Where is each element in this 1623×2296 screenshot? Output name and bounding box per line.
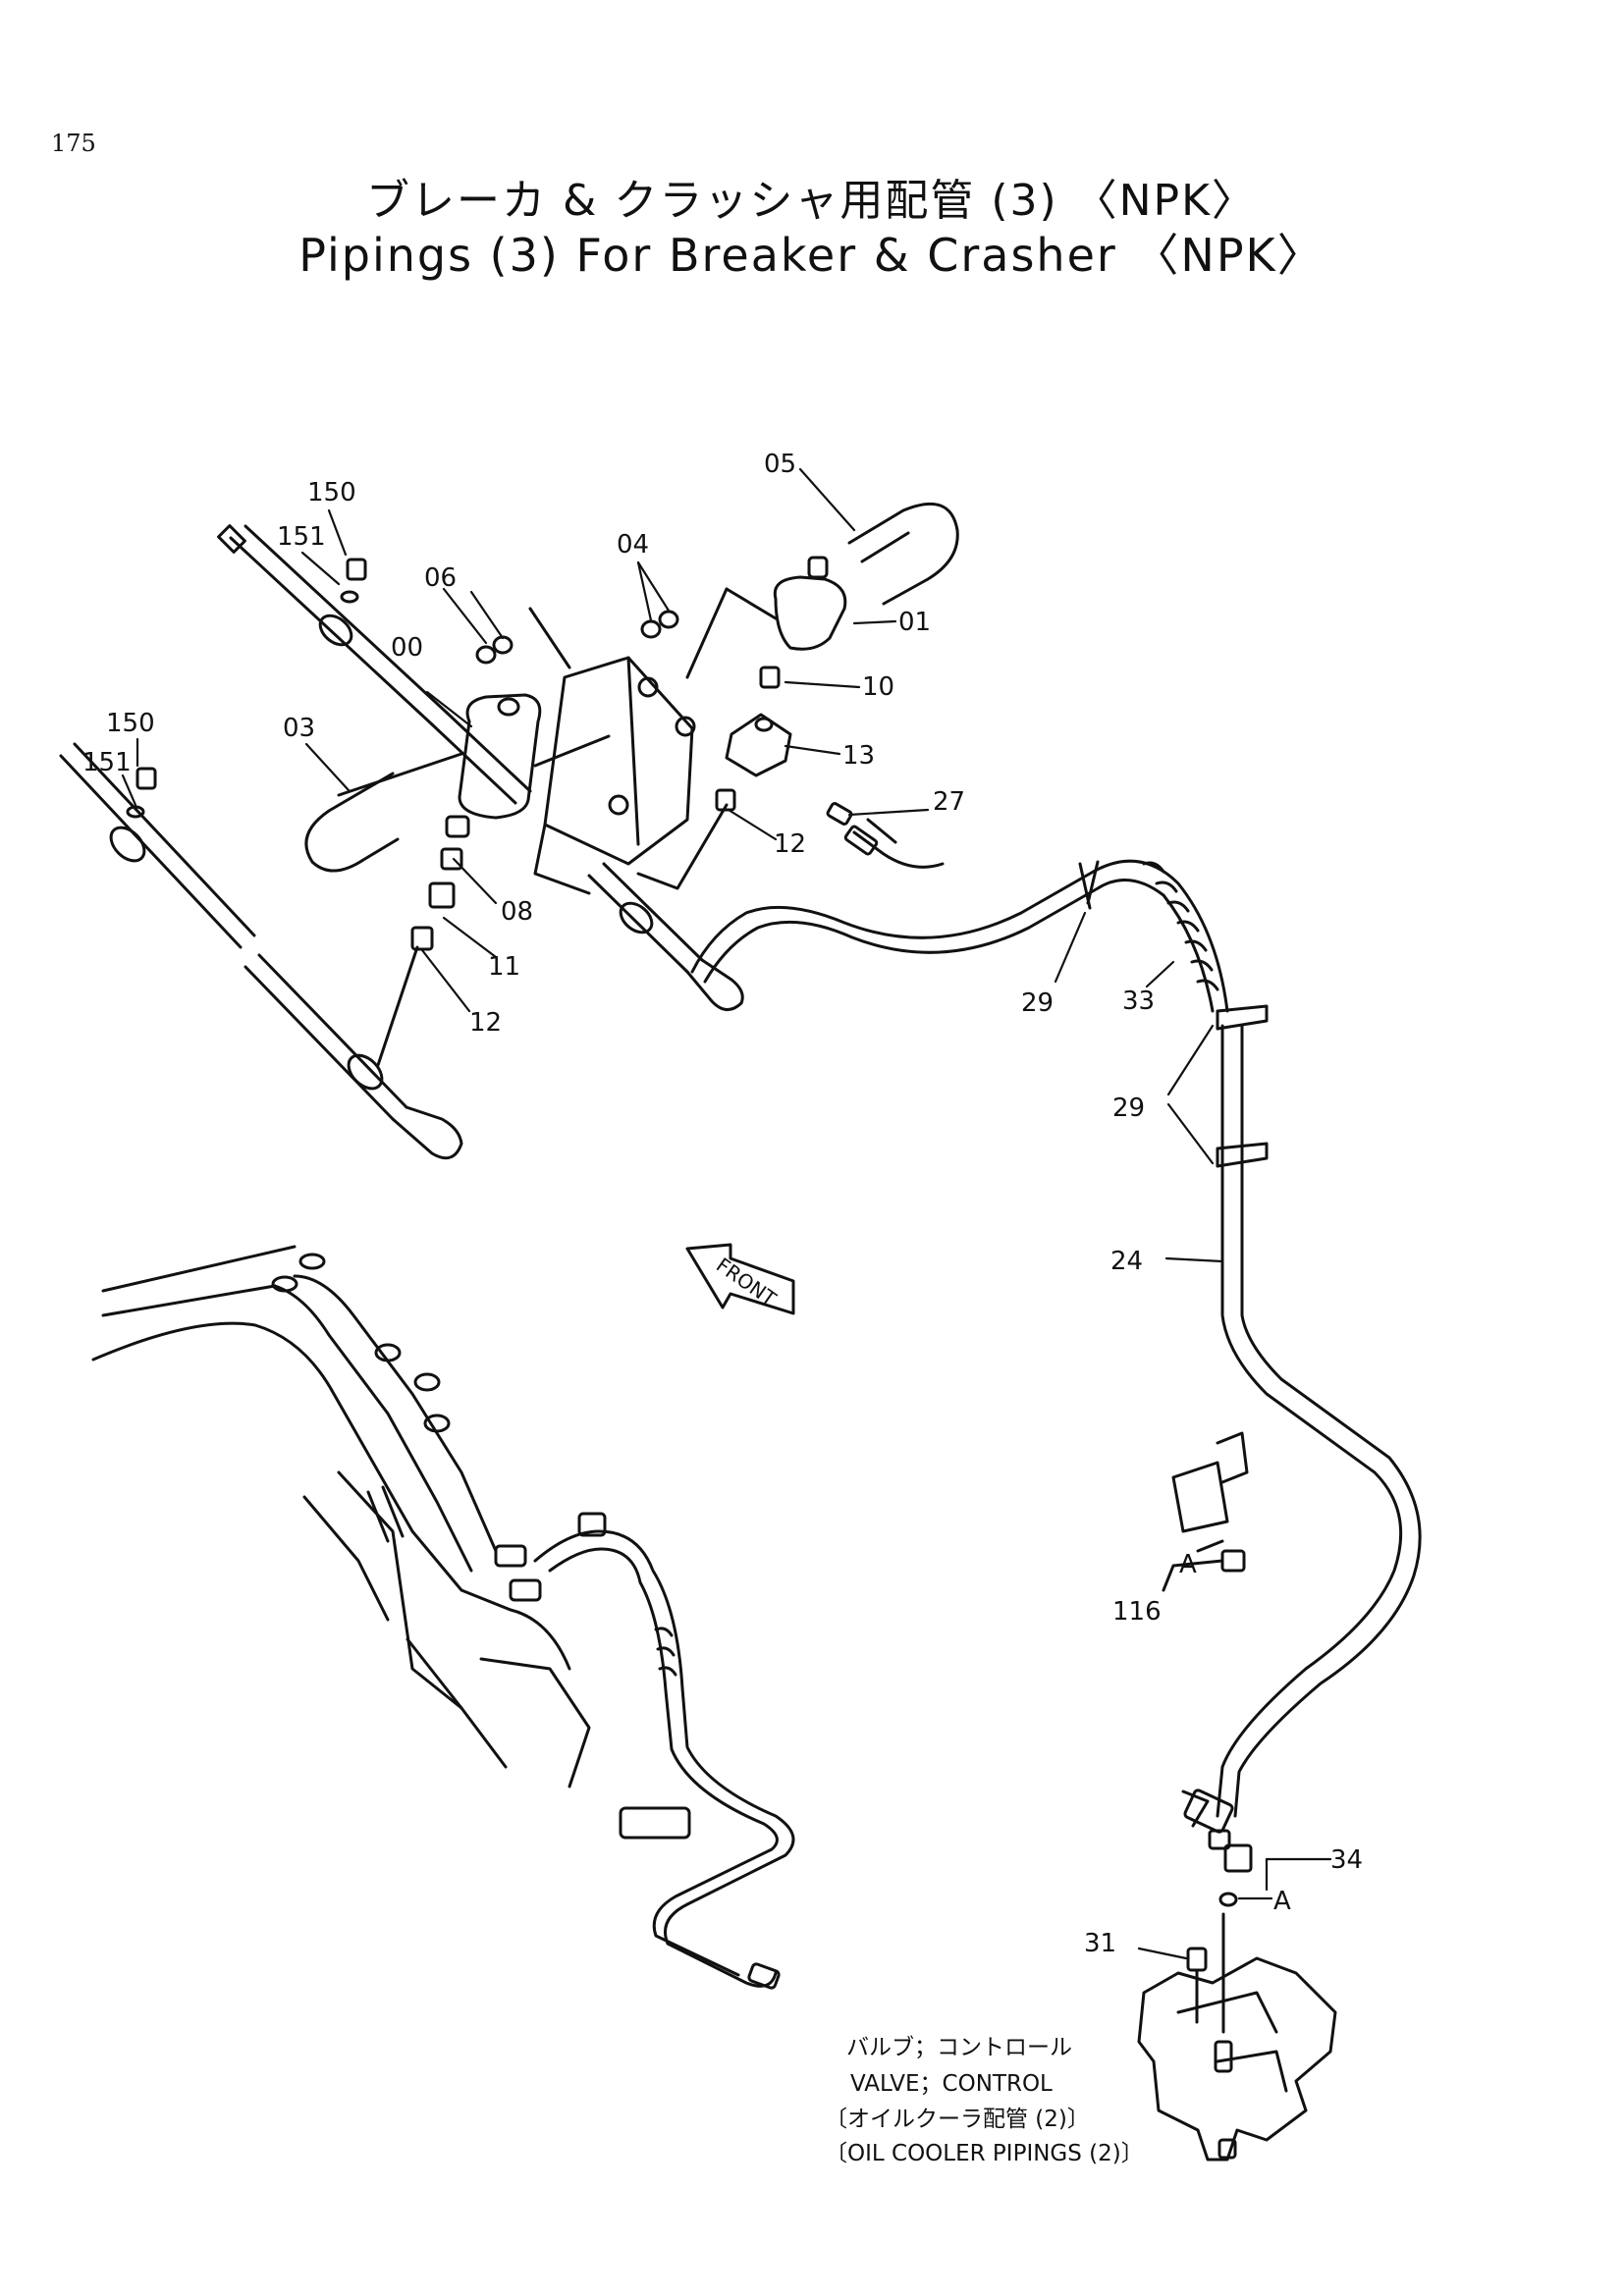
callout-06: 06 bbox=[424, 563, 457, 593]
callout-a-upper: A bbox=[1179, 1550, 1197, 1579]
callout-12-lower: 12 bbox=[469, 1008, 502, 1038]
control-valve bbox=[1137, 1956, 1337, 2162]
title-japanese: ブレーカ & クラッシャ用配管 (3) 〈NPK〉 bbox=[366, 176, 1257, 226]
boom-hose bbox=[494, 1512, 795, 1990]
hose-33 bbox=[690, 818, 1229, 1013]
callout-11: 11 bbox=[488, 952, 520, 982]
leader-lines bbox=[121, 467, 1332, 1960]
callout-150-upper: 150 bbox=[307, 478, 356, 507]
note-line-4: 〔OIL COOLER PIPINGS (2)〕 bbox=[825, 2141, 1144, 2166]
callout-31: 31 bbox=[1084, 1929, 1116, 1958]
boom-assembly bbox=[91, 1245, 591, 1789]
callout-27: 27 bbox=[933, 787, 965, 817]
note-line-3: 〔オイルクーラ配管 (2)〕 bbox=[825, 2107, 1090, 2132]
callout-151-lower: 151 bbox=[82, 748, 132, 777]
callout-34: 34 bbox=[1330, 1845, 1363, 1875]
callout-150-lower: 150 bbox=[106, 709, 155, 738]
note-line-2: VALVE；CONTROL bbox=[850, 2071, 1053, 2097]
lower-left-pipe bbox=[59, 742, 463, 1160]
callout-05: 05 bbox=[764, 450, 796, 479]
page-number: 175 bbox=[51, 130, 96, 157]
callout-33: 33 bbox=[1122, 987, 1155, 1016]
callout-151-upper: 151 bbox=[277, 522, 326, 552]
callout-00: 00 bbox=[391, 633, 423, 663]
callout-04: 04 bbox=[617, 530, 649, 560]
accumulator-00 bbox=[337, 693, 611, 838]
callout-116: 116 bbox=[1112, 1597, 1162, 1627]
front-label: FRONT bbox=[712, 1253, 781, 1310]
u-bolt-03 bbox=[304, 772, 400, 873]
callout-08: 08 bbox=[501, 897, 533, 927]
title-english: Pipings (3) For Breaker & Crasher 〈NPK〉 bbox=[298, 229, 1325, 282]
callout-03: 03 bbox=[283, 714, 315, 743]
callout-10: 10 bbox=[862, 672, 894, 702]
upper-left-pipe bbox=[217, 524, 744, 1011]
clamp-29-upper bbox=[1078, 860, 1100, 910]
callout-24: 24 bbox=[1110, 1247, 1143, 1276]
bracket-116 bbox=[1171, 1461, 1229, 1533]
callout-12-upper: 12 bbox=[774, 829, 806, 859]
block-13 bbox=[725, 713, 792, 777]
front-arrow bbox=[685, 1243, 795, 1315]
callout-01: 01 bbox=[898, 608, 931, 637]
valve-note: バルブ；コントロール VALVE；CONTROL 〔オイルクーラ配管 (2)〕 … bbox=[825, 2035, 1144, 2166]
callout-13: 13 bbox=[842, 741, 875, 771]
mounting-bracket bbox=[528, 587, 729, 895]
callout-a-lower: A bbox=[1273, 1887, 1291, 1916]
accumulator-01 bbox=[725, 556, 847, 651]
note-line-1: バルブ；コントロール bbox=[846, 2035, 1072, 2060]
pipe-24 bbox=[1181, 1024, 1422, 1834]
callout-29-upper: 29 bbox=[1021, 988, 1054, 1018]
callout-29-lower: 29 bbox=[1112, 1094, 1145, 1123]
u-bolt-05 bbox=[847, 502, 959, 606]
